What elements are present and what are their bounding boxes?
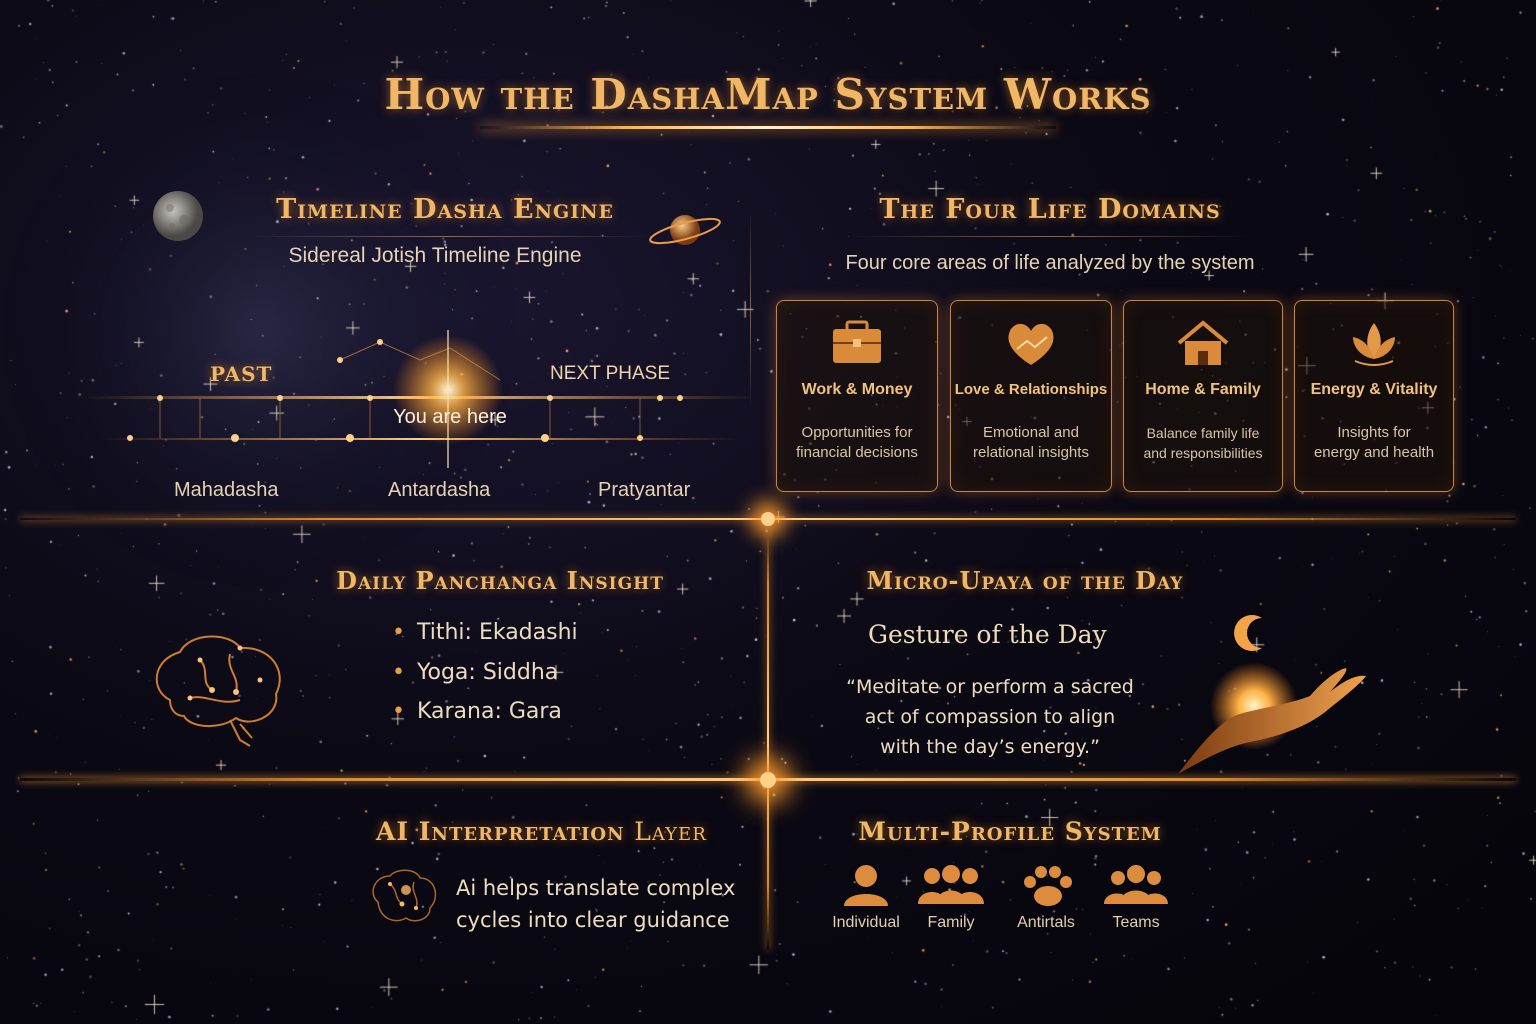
panchanga-item-karana: •Karana: Gara <box>392 699 562 724</box>
domain-card-title: Work & Money <box>801 381 913 398</box>
panchanga-item-tithi: •Tithi: Ekadashi <box>392 620 578 645</box>
profile-antirtals[interactable]: Antirtals <box>1017 914 1075 931</box>
timeline-title-rule <box>250 236 650 237</box>
ai-title: AI Interpretation Layer <box>376 817 707 846</box>
briefcase-icon <box>833 320 881 363</box>
teams-icon <box>1104 865 1168 904</box>
lotus-icon <box>1353 323 1395 366</box>
timeline-subtitle: Sidereal Jotish Timeline Engine <box>288 244 582 267</box>
domain-card-title: Home & Family <box>1145 381 1261 398</box>
profile-individual[interactable]: Individual <box>832 914 900 931</box>
vertical-divider-upper <box>750 210 751 410</box>
moon-icon <box>153 191 203 241</box>
paw-icon <box>1024 866 1072 906</box>
hand-offering-icon <box>1178 615 1366 774</box>
timeline-current-marker: You are here <box>393 406 507 428</box>
domains-title-rule <box>850 236 1250 237</box>
domain-card-title: Energy & Vitality <box>1310 381 1438 398</box>
profile-teams[interactable]: Teams <box>1112 914 1160 931</box>
timeline-past-label: PAST <box>210 362 273 386</box>
ai-brain-icon <box>372 869 437 922</box>
house-icon <box>1177 320 1229 365</box>
individual-icon <box>844 865 888 906</box>
timeline-level-pratyantar: Pratyantar <box>598 479 691 501</box>
profiles-title: Multi-Profile System <box>858 817 1162 846</box>
domains-subtitle: Four core areas of life analyzed by the … <box>845 252 1255 274</box>
timeline-title: Timeline Dasha Engine <box>276 194 614 225</box>
timeline-track <box>80 330 760 468</box>
vertical-divider-lower <box>767 520 769 950</box>
upaya-subtitle: Gesture of the Day <box>868 620 1107 649</box>
domains-title: The Four Life Domains <box>879 194 1221 225</box>
junction-glow-bottom <box>760 772 776 788</box>
panchanga-title: Daily Panchanga Insight <box>336 566 664 595</box>
family-icon <box>918 865 984 904</box>
profile-family[interactable]: Family <box>927 914 975 931</box>
planet-icon <box>649 215 721 245</box>
timeline-level-antardasha: Antardasha <box>388 479 491 501</box>
heart-icon <box>1008 323 1054 365</box>
timeline-next-phase-label: NEXT PHASE <box>550 363 671 384</box>
upaya-title: Micro-Upaya of the Day <box>866 566 1184 595</box>
timeline-level-mahadasha: Mahadasha <box>174 479 279 501</box>
brain-icon <box>155 635 281 747</box>
title-underline <box>480 126 1056 129</box>
panchanga-item-yoga: •Yoga: Siddha <box>392 660 559 685</box>
junction-glow-top <box>761 512 775 526</box>
domain-card-title: Love & Relationships <box>954 381 1108 398</box>
page-title: How the DashaMap System Works <box>384 70 1152 119</box>
